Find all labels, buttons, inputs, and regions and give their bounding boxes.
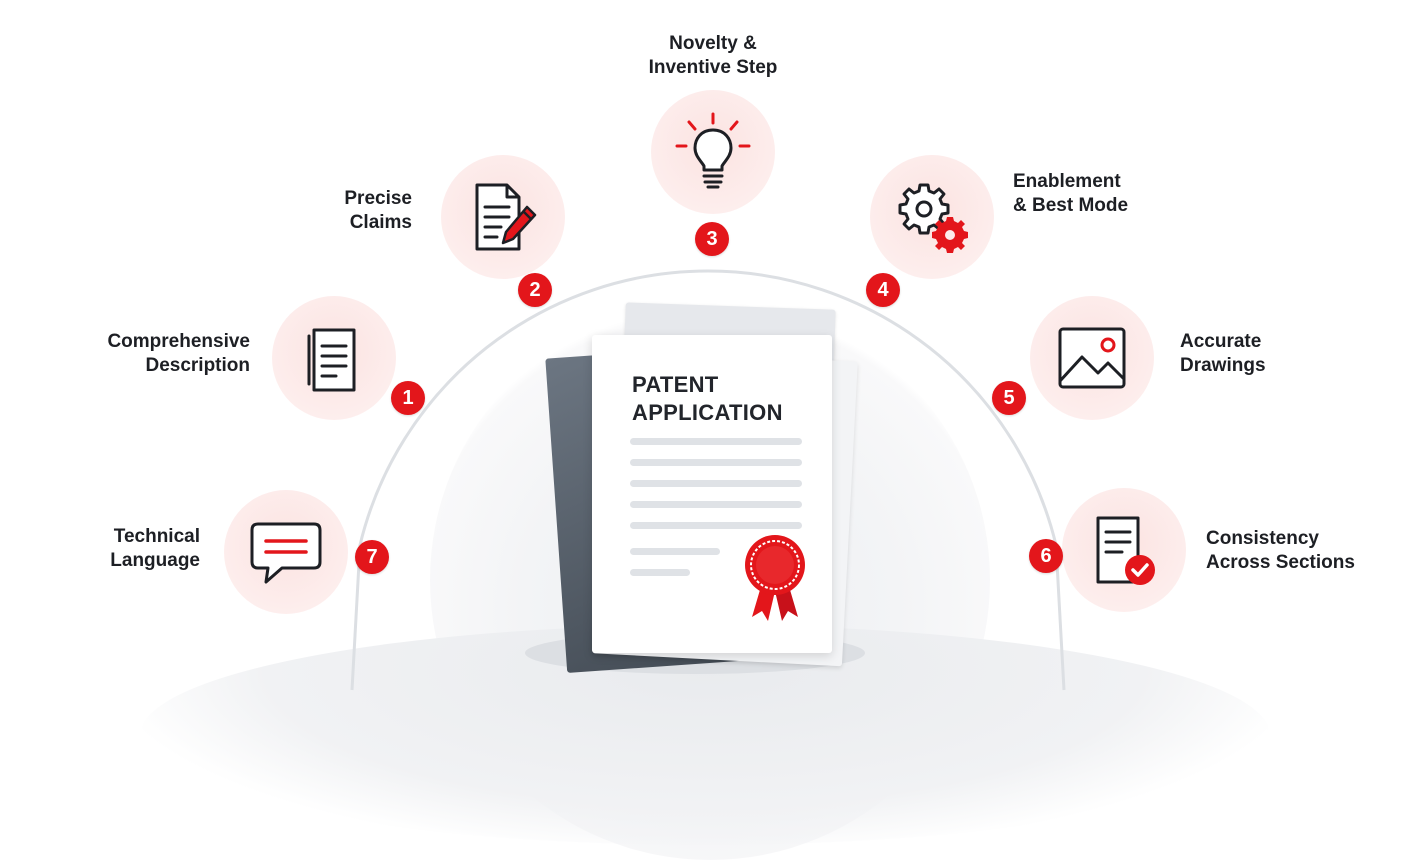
document-title: PATENT APPLICATION (632, 371, 783, 427)
element-7-number-badge: 7 (355, 540, 389, 574)
element-6-label: Consistency Across Sections (1206, 528, 1355, 573)
element-3-number-badge: 3 (695, 222, 729, 256)
document-text-line (630, 480, 802, 487)
element-4-icon-circle (870, 155, 994, 279)
document-icon (307, 328, 356, 392)
element-4-label: Enablement & Best Mode (1013, 171, 1129, 216)
lightbulb-icon (675, 112, 751, 189)
document-text-line (630, 569, 690, 576)
document-pen-icon (475, 183, 537, 251)
element-3-icon-circle (651, 90, 775, 214)
element-1-number-badge: 1 (391, 381, 425, 415)
element-6-number-badge: 6 (1029, 539, 1063, 573)
element-4-number-badge: 4 (866, 273, 900, 307)
document-title-line-2: APPLICATION (632, 400, 783, 425)
document-text-line (630, 501, 802, 508)
speech-bubble-icon (250, 522, 322, 584)
gears-icon (898, 183, 968, 253)
element-7-icon-circle (224, 490, 348, 614)
element-3-label: Novelty & Inventive Step (648, 33, 778, 78)
element-2-label: Precise Claims (344, 188, 412, 233)
image-icon (1058, 327, 1126, 389)
element-2-icon-circle (441, 155, 565, 279)
document-text-line (630, 438, 802, 445)
connector-arc (350, 269, 1066, 691)
element-2-number-badge: 2 (518, 273, 552, 307)
document-title-line-1: PATENT (632, 372, 719, 397)
element-5-icon-circle (1030, 296, 1154, 420)
element-5-number-badge: 5 (992, 381, 1026, 415)
element-7-label: Technical Language (110, 526, 200, 571)
element-1-label: Comprehensive Description (107, 331, 250, 376)
element-5-label: Accurate Drawings (1180, 331, 1266, 376)
document-text-line (630, 522, 802, 529)
document-text-line (630, 548, 720, 555)
element-6-icon-circle (1062, 488, 1186, 612)
document-front-sheet: PATENT APPLICATION (592, 335, 832, 653)
element-1-icon-circle (272, 296, 396, 420)
seal-ribbon-icon (745, 535, 805, 621)
document-check-icon (1096, 516, 1155, 585)
document-text-line (630, 459, 802, 466)
